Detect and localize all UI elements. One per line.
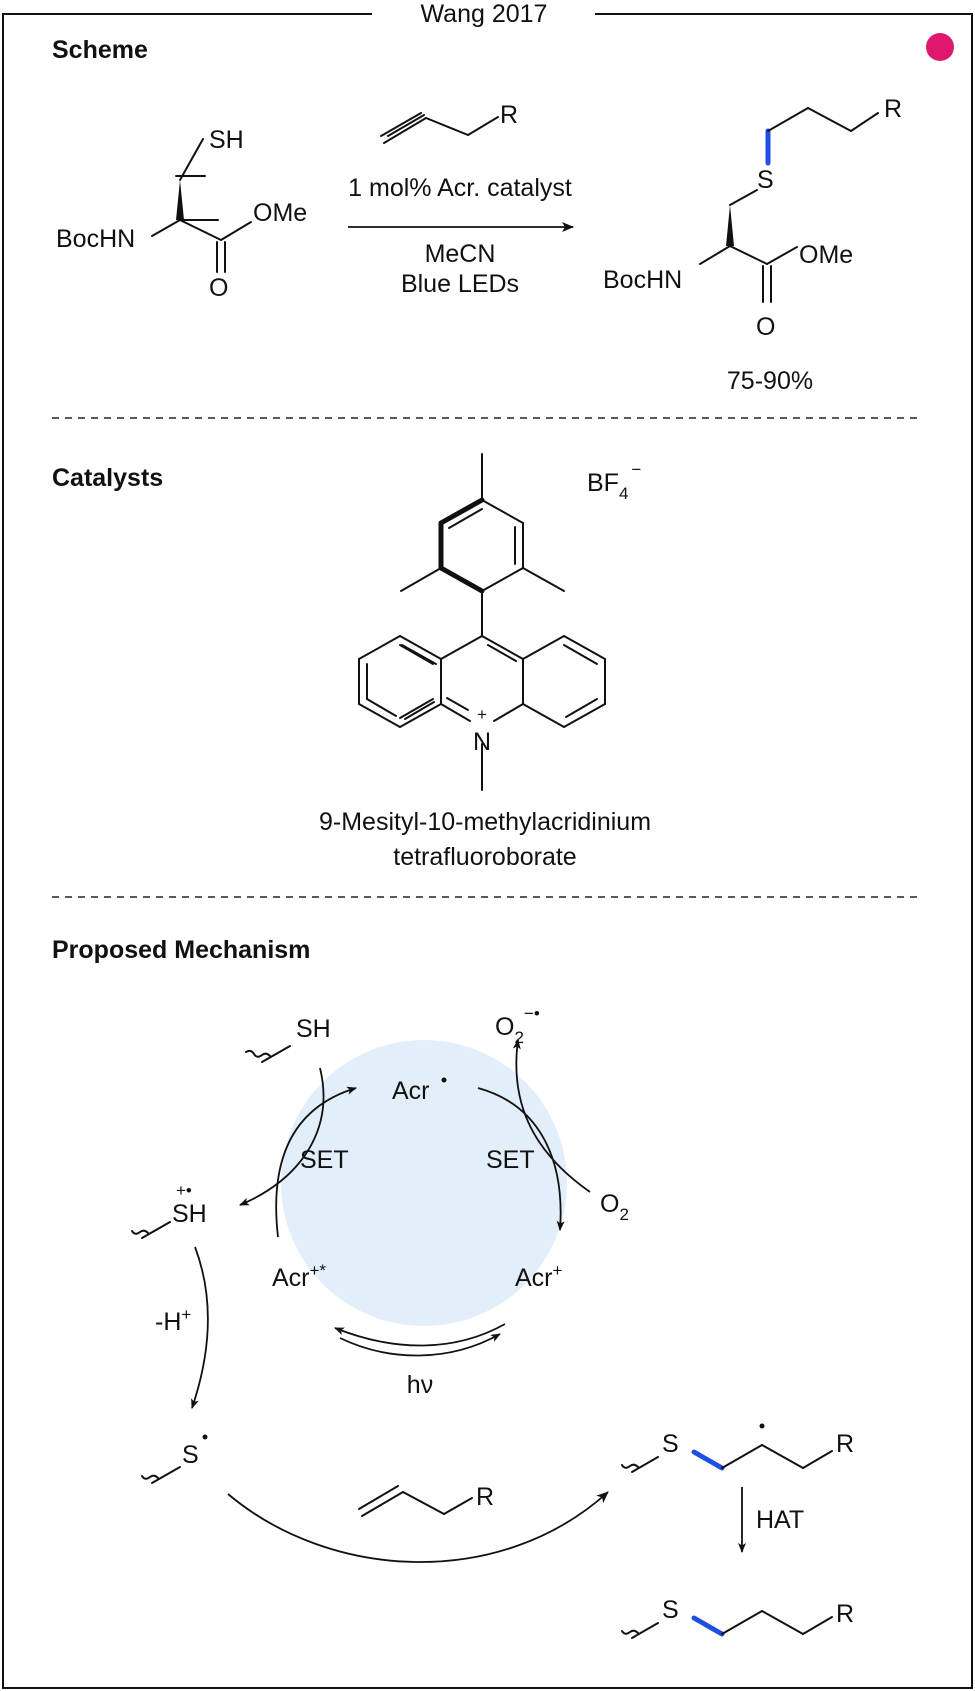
condition-catalyst: 1 mol% Acr. catalyst	[348, 174, 572, 202]
final-wavy-bond	[621, 1622, 659, 1639]
final-r: R	[836, 1600, 854, 1628]
thiol-label: SH	[296, 1015, 331, 1043]
light-arrow-forward	[339, 1333, 501, 1357]
thiol-wavy-bond	[245, 1045, 291, 1063]
radical-cation-charge: +•	[176, 1181, 192, 1200]
counterion-label: BF4−	[587, 460, 641, 503]
light-arrow-back	[334, 1323, 506, 1347]
carbon-radical-dot	[759, 1423, 765, 1429]
status-dot	[926, 33, 954, 61]
reactant-sh-label: SH	[209, 126, 244, 154]
reactant-ome-label: OMe	[253, 199, 307, 227]
carbon-radical-s: S	[662, 1430, 679, 1458]
mechanism-title: Proposed Mechanism	[52, 936, 310, 964]
light-label: hν	[407, 1371, 433, 1399]
radical-cation-label: SH	[172, 1200, 207, 1228]
mechanism-alkene-r: R	[476, 1483, 494, 1511]
radical-cation-wavy-bond	[131, 1221, 171, 1239]
nitrogen-label: N	[473, 728, 491, 756]
product-o-label: O	[756, 313, 775, 341]
product-boc-label: BocHN	[603, 266, 682, 294]
product-yield: 75-90%	[727, 367, 813, 395]
deprotonation-arrow	[191, 1246, 209, 1409]
acr-radical-label: Acr	[392, 1077, 430, 1105]
product-r-label: R	[884, 95, 902, 123]
figure-title: Wang 2017	[421, 0, 548, 28]
alkene-reagent	[380, 112, 499, 144]
deprotonation-label: -H+	[155, 1305, 191, 1336]
set-right-label: SET	[486, 1146, 535, 1174]
thiyl-radical-dot	[202, 1434, 208, 1440]
catalysts-title: Catalysts	[52, 464, 163, 492]
acr-ground-label: Acr+	[515, 1261, 563, 1292]
nitrogen-charge: +	[477, 705, 487, 724]
oxygen-reduction-arrow	[512, 1039, 591, 1193]
acridinium-core	[358, 635, 606, 791]
catalyst-name-line1: 9-Mesityl-10-methylacridinium	[319, 808, 651, 836]
catalyst-name-line2: tetrafluoroborate	[393, 843, 576, 871]
figure-frame	[2, 13, 973, 1689]
superoxide-label: O2−•	[495, 1004, 540, 1047]
thiol-oxidation-arrow	[239, 1067, 325, 1206]
thiyl-wavy-bond	[141, 1466, 181, 1484]
scheme-title: Scheme	[52, 36, 148, 64]
hat-label: HAT	[756, 1506, 804, 1534]
final-chain	[691, 1610, 833, 1637]
thiyl-label: S	[182, 1441, 199, 1469]
photocatalytic-cycle	[281, 1040, 567, 1326]
mesityl-group	[400, 453, 565, 637]
wedge-bond	[176, 180, 184, 220]
carbon-radical-r: R	[836, 1430, 854, 1458]
carbon-radical-chain	[691, 1444, 833, 1471]
carbon-radical-wavy-bond	[621, 1456, 659, 1473]
acr-radical-dot	[441, 1077, 447, 1083]
cycle-arrow-right	[477, 1087, 565, 1231]
condition-light: Blue LEDs	[401, 270, 519, 298]
mechanism-alkene	[358, 1485, 473, 1517]
product-s-label: S	[757, 166, 774, 194]
reactant-cysteine	[151, 138, 252, 273]
product-structure	[699, 107, 879, 303]
final-s: S	[662, 1596, 679, 1624]
addition-arrow	[227, 1491, 609, 1563]
product-wedge-bond	[726, 205, 734, 246]
acr-excited-label: Acr+*	[272, 1261, 326, 1292]
reactant-o-label: O	[209, 274, 228, 302]
condition-solvent: MeCN	[425, 240, 496, 268]
oxygen-label: O2	[600, 1190, 629, 1224]
cycle-arrow-left	[275, 1086, 357, 1238]
product-ome-label: OMe	[799, 241, 853, 269]
alkene-r-label: R	[500, 101, 518, 129]
reactant-boc-label: BocHN	[56, 225, 135, 253]
